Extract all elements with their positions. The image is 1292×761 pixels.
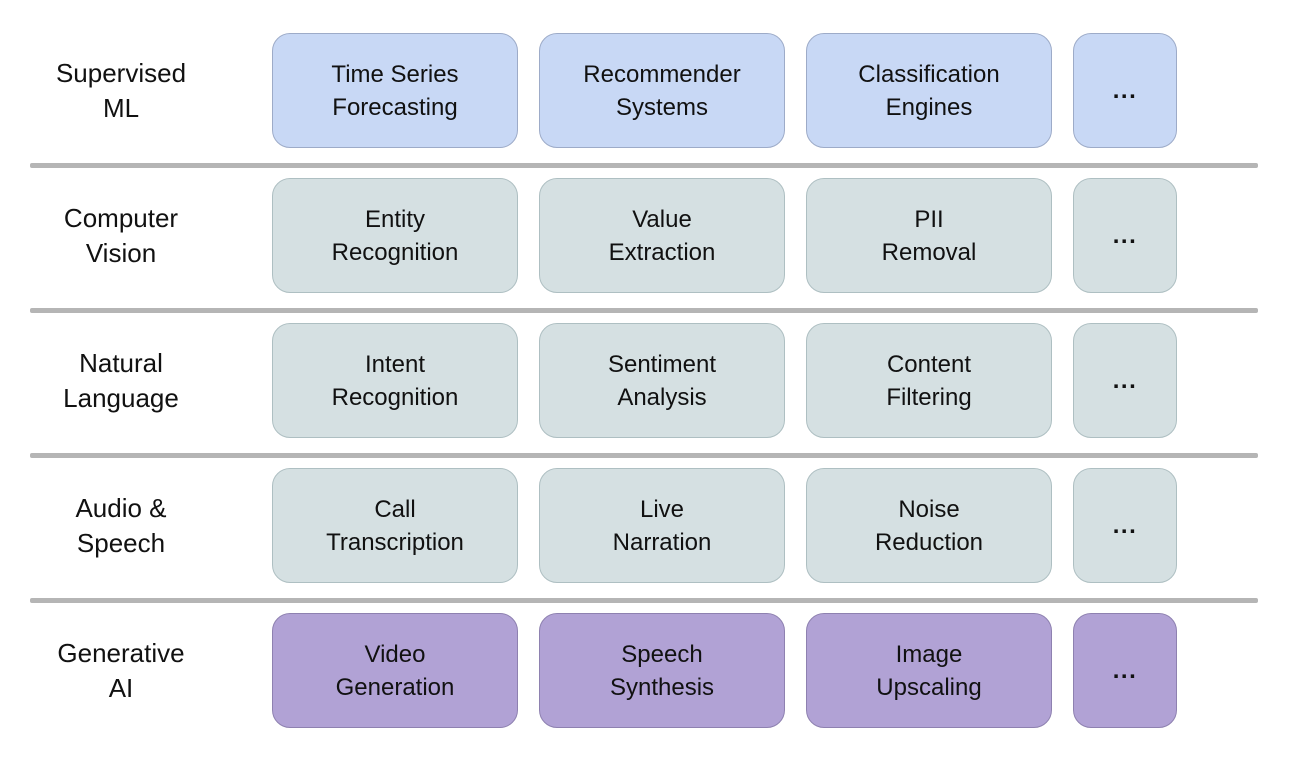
box-intent-recognition: Intent Recognition <box>272 323 518 438</box>
ellipsis-label: ... <box>1112 367 1138 394</box>
box-content-filtering: Content Filtering <box>806 323 1052 438</box>
box-line: Narration <box>612 528 712 556</box>
box-noise-reduction: Noise Reduction <box>806 468 1052 583</box>
box-line: Systems <box>615 93 708 121</box>
box-image-upscaling: Image Upscaling <box>806 613 1052 728</box>
capability-boxes: Call Transcription Live Narration Noise … <box>272 468 1177 583</box>
capability-boxes: Time Series Forecasting Recommender Syst… <box>272 33 1177 148</box>
box-speech-synthesis: Speech Synthesis <box>539 613 785 728</box>
box-value-extraction: Value Extraction <box>539 178 785 293</box>
ellipsis-label: ... <box>1112 222 1138 249</box>
box-line: Filtering <box>886 383 972 411</box>
row-label-natural-language: Natural Language <box>0 323 242 438</box>
box-live-narration: Live Narration <box>539 468 785 583</box>
box-line: Intent <box>364 350 426 378</box>
box-line: Video <box>364 640 426 668</box>
row-label-audio-speech: Audio & Speech <box>0 468 242 583</box>
box-line: Content <box>886 350 972 378</box>
row-divider <box>30 598 1258 603</box>
row-label-line: ML <box>102 92 140 123</box>
row-label-line: AI <box>108 672 134 703</box>
box-line: Engines <box>885 93 973 121</box>
box-line: PII <box>914 205 944 233</box>
box-line: Recognition <box>331 238 459 266</box>
box-line: Reduction <box>874 528 984 556</box>
box-line: Sentiment <box>607 350 717 378</box>
more-box: ... <box>1073 323 1177 438</box>
box-time-series-forecasting: Time Series Forecasting <box>272 33 518 148</box>
box-line: Removal <box>881 238 977 266</box>
box-line: Recognition <box>331 383 459 411</box>
row-label-supervised-ml: Supervised ML <box>0 33 242 148</box>
row-label-line: Computer <box>63 202 179 233</box>
row-label-line: Language <box>63 382 179 413</box>
row-audio-speech: Audio & Speech Call Transcription Live N… <box>0 468 1292 583</box>
more-box: ... <box>1073 33 1177 148</box>
box-line: Generation <box>335 673 455 701</box>
box-line: Forecasting <box>332 93 458 121</box>
row-supervised-ml: Supervised ML Time Series Forecasting Re… <box>0 33 1292 148</box>
row-label-generative-ai: Generative AI <box>0 613 242 728</box>
box-recommender-systems: Recommender Systems <box>539 33 785 148</box>
box-line: Analysis <box>617 383 707 411</box>
box-line: Transcription <box>326 528 464 556</box>
more-box: ... <box>1073 613 1177 728</box>
row-label-line: Natural <box>79 347 163 378</box>
box-line: Noise <box>898 495 960 523</box>
row-generative-ai: Generative AI Video Generation Speech Sy… <box>0 613 1292 728</box>
row-label-computer-vision: Computer Vision <box>0 178 242 293</box>
capability-boxes: Entity Recognition Value Extraction PII … <box>272 178 1177 293</box>
row-label-line: Speech <box>76 527 166 558</box>
ellipsis-label: ... <box>1112 512 1138 539</box>
capability-boxes: Intent Recognition Sentiment Analysis Co… <box>272 323 1177 438</box>
ellipsis-label: ... <box>1112 77 1138 104</box>
box-line: Live <box>639 495 685 523</box>
box-classification-engines: Classification Engines <box>806 33 1052 148</box>
row-label-line: Vision <box>85 237 157 268</box>
row-label-line: Supervised <box>55 57 187 88</box>
row-divider <box>30 163 1258 168</box>
row-computer-vision: Computer Vision Entity Recognition Value… <box>0 178 1292 293</box>
box-line: Image <box>895 640 963 668</box>
box-line: Synthesis <box>609 673 715 701</box>
box-video-generation: Video Generation <box>272 613 518 728</box>
row-divider <box>30 453 1258 458</box>
box-line: Value <box>632 205 692 233</box>
ellipsis-label: ... <box>1112 657 1138 684</box>
box-line: Extraction <box>608 238 716 266</box>
row-label-line: Generative <box>57 637 185 668</box>
capability-boxes: Video Generation Speech Synthesis Image … <box>272 613 1177 728</box>
row-divider <box>30 308 1258 313</box>
box-entity-recognition: Entity Recognition <box>272 178 518 293</box>
box-line: Entity <box>364 205 426 233</box>
box-call-transcription: Call Transcription <box>272 468 518 583</box>
row-natural-language: Natural Language Intent Recognition Sent… <box>0 323 1292 438</box>
row-label-line: Audio & <box>75 492 167 523</box>
box-pii-removal: PII Removal <box>806 178 1052 293</box>
box-line: Speech <box>621 640 703 668</box>
box-sentiment-analysis: Sentiment Analysis <box>539 323 785 438</box>
more-box: ... <box>1073 468 1177 583</box>
more-box: ... <box>1073 178 1177 293</box>
box-line: Upscaling <box>876 673 982 701</box>
box-line: Time Series <box>331 60 459 88</box>
box-line: Recommender <box>583 60 741 88</box>
box-line: Classification <box>858 60 1000 88</box>
box-line: Call <box>374 495 416 523</box>
